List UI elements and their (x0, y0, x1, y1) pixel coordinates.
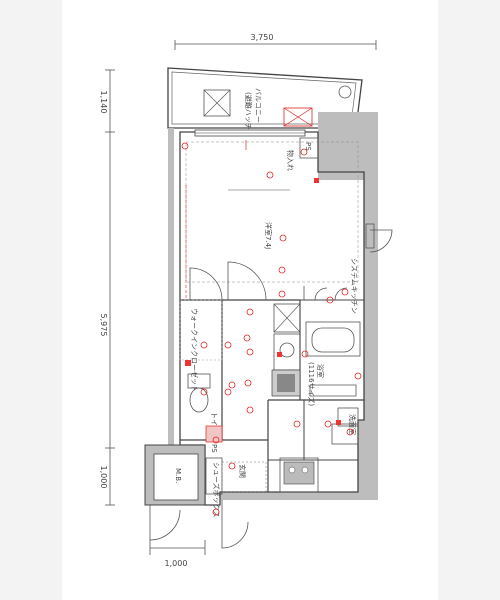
mb-label: M.B. (174, 468, 182, 483)
kitchen-counter (279, 457, 319, 493)
shoe-box-label: シューズボックス (212, 462, 221, 517)
dim-left-main: 5,975 (99, 314, 108, 337)
ps-mid-box (205, 425, 223, 443)
balcony-note: (避難ハッチ) (244, 92, 253, 133)
door-frame-right (365, 223, 375, 249)
bath-size-label: (1116サイズ) (307, 362, 316, 406)
living-room-label: 洋室7.4J (264, 222, 273, 249)
bath-label: 浴室 (316, 364, 325, 378)
ps-top-label: PS (304, 142, 312, 151)
wash-room-box (331, 407, 359, 445)
storage-label: 物入れ (286, 150, 295, 171)
storage-closet (273, 303, 301, 333)
closet-label: ウォークインクローゼット (190, 308, 199, 392)
dim-top-width: 3,750 (251, 33, 274, 42)
dimension-lines (105, 40, 377, 555)
bathtub (305, 321, 361, 397)
toilet-label: トイレ (210, 412, 218, 433)
mb-box (144, 444, 206, 506)
dim-bottom-width: 1,000 (165, 559, 188, 568)
dim-left-balcony: 1,140 (99, 91, 108, 114)
toilet-fixture (187, 373, 211, 413)
exterior-wall-right (318, 112, 378, 500)
balcony-label: バルコニー (254, 88, 262, 123)
dim-left-entry: 1,000 (99, 466, 108, 489)
kitchen-note: システムキッチン (350, 258, 358, 314)
unit-outline (179, 131, 365, 506)
ps-mid-label: PS (210, 444, 218, 453)
wash-basin (271, 333, 301, 397)
wash-room-label: 洗面室 (348, 414, 357, 435)
window-living (194, 129, 306, 137)
shoe-box (205, 457, 223, 495)
closet-zone (179, 299, 223, 361)
outlet-symbols (181, 140, 362, 516)
entrance-label: 玄関 (238, 464, 247, 478)
ps-top-box (299, 137, 319, 159)
exterior-wall-left (168, 128, 174, 445)
exterior-wall-bottom (220, 492, 358, 500)
living-room-zone (185, 141, 359, 283)
doors (149, 229, 393, 549)
